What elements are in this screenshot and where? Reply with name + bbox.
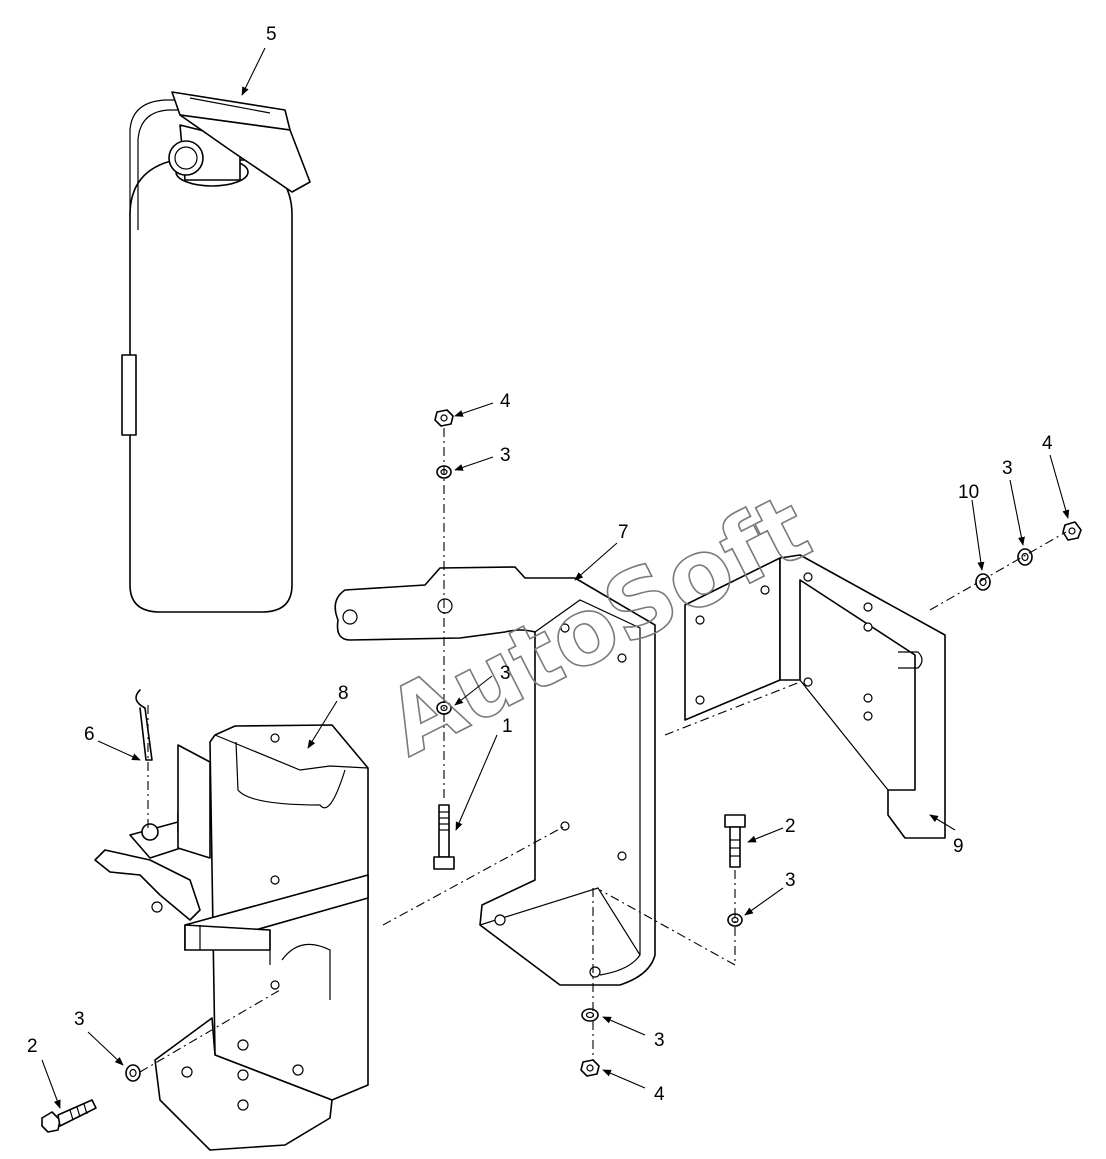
callout-1: 1	[502, 716, 513, 737]
fire-extinguisher[interactable]	[121, 91, 311, 613]
nut[interactable]	[580, 1059, 600, 1077]
callout-3: 3	[785, 870, 796, 891]
callout-2: 2	[27, 1036, 38, 1057]
callouts: 5 4 3 7 3 1 8 6 10 3 4 9 2 3 3 4 2 3	[27, 24, 1053, 1105]
side-bracket[interactable]	[684, 554, 946, 839]
bolt[interactable]	[433, 804, 455, 870]
leader-lines	[41, 47, 1070, 1109]
cotter-pin[interactable]	[135, 689, 153, 761]
nut[interactable]	[434, 409, 454, 427]
callout-4: 4	[1042, 433, 1053, 454]
nut[interactable]	[1062, 521, 1082, 541]
callout-4: 4	[500, 391, 511, 412]
callout-5: 5	[266, 24, 277, 45]
callout-8: 8	[338, 683, 349, 704]
assembly-centerlines	[139, 428, 1067, 1073]
callout-3: 3	[500, 445, 511, 466]
lock-washer[interactable]	[581, 1008, 599, 1022]
lock-washer[interactable]	[1017, 548, 1033, 566]
callout-10: 10	[958, 482, 979, 503]
callout-3: 3	[1002, 458, 1013, 479]
bolt[interactable]	[41, 1099, 97, 1133]
extinguisher-holder[interactable]	[94, 724, 369, 1151]
callout-4: 4	[654, 1084, 665, 1105]
fasteners	[41, 409, 1082, 1133]
callout-7: 7	[618, 522, 629, 543]
callout-9: 9	[953, 836, 964, 857]
callout-3: 3	[500, 663, 511, 684]
lock-washer[interactable]	[125, 1064, 141, 1082]
bolt[interactable]	[724, 814, 746, 868]
mounting-bracket[interactable]	[334, 566, 656, 986]
callout-6: 6	[84, 724, 95, 745]
callout-2: 2	[785, 816, 796, 837]
flat-washer[interactable]	[975, 573, 991, 591]
callout-3: 3	[654, 1030, 665, 1051]
callout-3: 3	[74, 1009, 85, 1030]
